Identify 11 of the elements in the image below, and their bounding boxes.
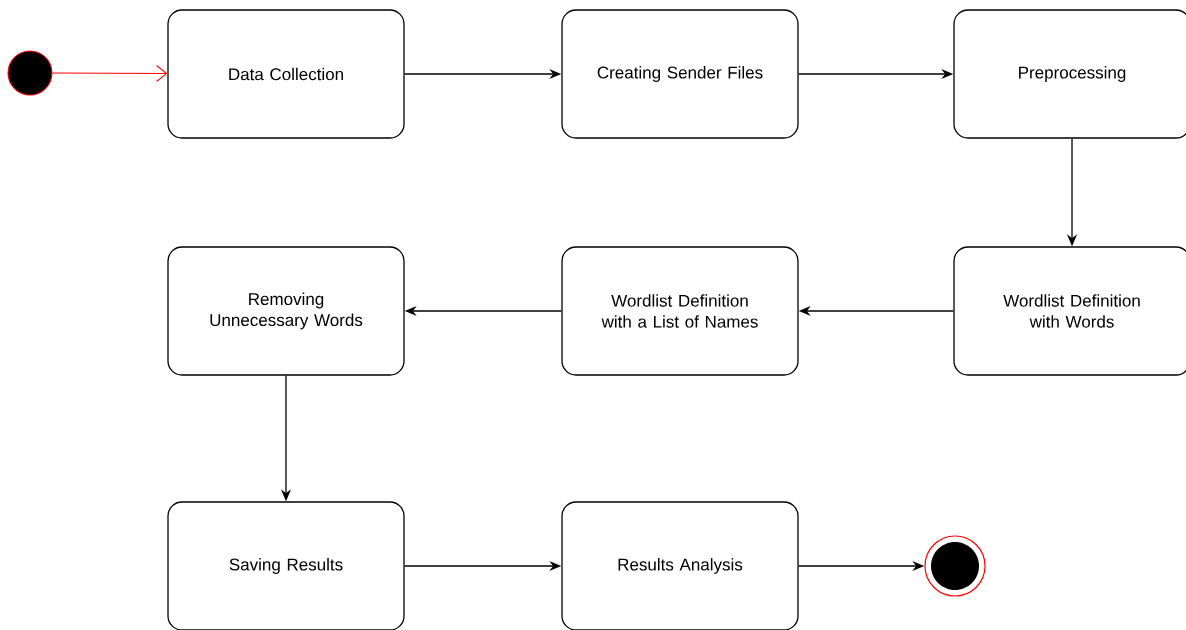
process-box: Creating Sender Files bbox=[561, 9, 799, 139]
process-box: Preprocessing bbox=[953, 9, 1186, 139]
process-box: Results Analysis bbox=[561, 501, 799, 630]
process-box: Wordlist Definition with a List of Names bbox=[561, 246, 799, 376]
end-node bbox=[924, 535, 986, 597]
process-box: Saving Results bbox=[167, 501, 405, 630]
process-box: Data Collection bbox=[167, 9, 405, 139]
process-box: Wordlist Definition with Words bbox=[953, 246, 1186, 376]
process-box: Removing Unnecessary Words bbox=[167, 246, 405, 376]
start-node bbox=[7, 50, 53, 96]
arrow bbox=[52, 65, 168, 82]
